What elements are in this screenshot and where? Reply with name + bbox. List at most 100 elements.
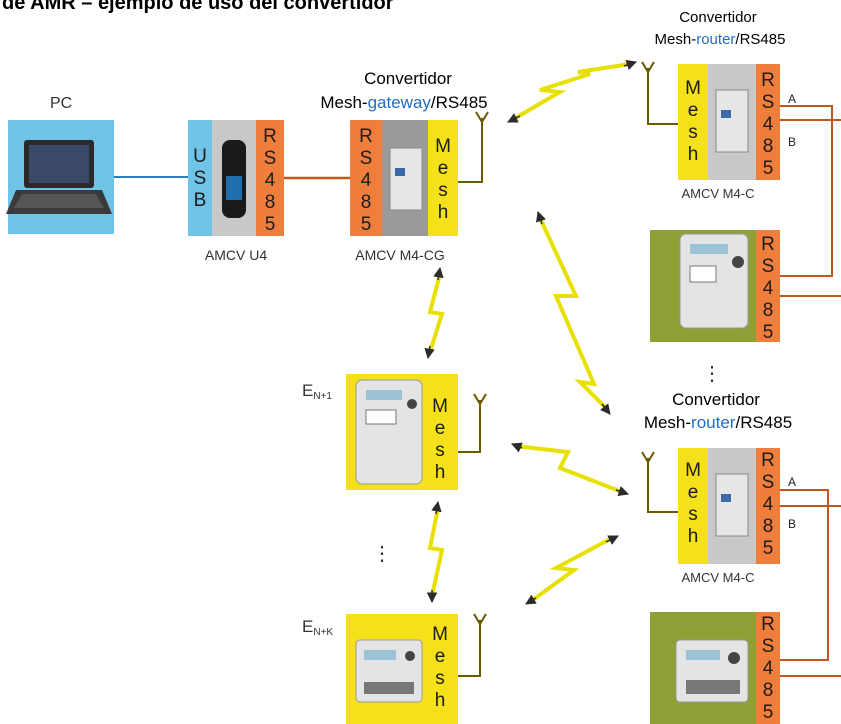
rs-letter: 4 [763, 494, 774, 515]
antenna-lead [647, 494, 678, 513]
mesh-letter: h [435, 690, 446, 711]
energy-meter-icon [679, 233, 749, 329]
rs-letter: 4 [763, 114, 774, 135]
mesh-segment [678, 448, 708, 564]
mesh-letter: M [432, 624, 448, 645]
lightning-link-icon [538, 217, 608, 410]
line-b-label: B [788, 135, 796, 149]
usb-letter: U [193, 146, 207, 167]
meter-e1: R S 4 8 5 [650, 230, 780, 343]
rs-letter: 5 [361, 214, 372, 235]
energy-meter-icon [355, 379, 423, 485]
rs-letter: 5 [265, 214, 276, 235]
router-top-converter: M e s h R S 4 8 5 [678, 64, 780, 180]
line-a-label: A [788, 475, 796, 489]
mesh-letter: M [435, 136, 451, 157]
rs-letter: R [761, 234, 775, 255]
ellipsis: ⋮ [702, 363, 722, 385]
mesh-letter: e [688, 100, 699, 121]
mesh-letter: M [432, 396, 448, 417]
rs485-segment [756, 230, 780, 342]
meter-en: R S 4 8 5 [650, 612, 780, 724]
usb-converter-model: AMCV U4 [205, 247, 267, 263]
mesh-letter: s [438, 180, 448, 201]
rs-letter: 8 [265, 192, 276, 213]
rs-letter: S [264, 148, 277, 169]
mesh-letter: h [438, 202, 449, 223]
mesh-letter: e [435, 418, 446, 439]
router-bottom-converter: M e s h R S 4 8 5 [678, 448, 780, 564]
gateway-model: AMCV M4-CG [355, 247, 444, 263]
rs485-bus-bottom [780, 489, 841, 677]
rs-letter: S [762, 636, 775, 657]
rs-letter: 5 [763, 158, 774, 179]
ellipsis: ⋮ [372, 543, 392, 565]
router-bottom-caption-line1: Convertidor [672, 390, 760, 409]
energy-meter-icon [355, 639, 423, 703]
gateway-caption-line1: Convertidor [364, 69, 452, 88]
mesh-letter: h [688, 526, 699, 547]
lightning-link-icon [528, 536, 613, 604]
rs-letter: 5 [763, 702, 774, 723]
usb-dongle-icon [222, 140, 246, 218]
lightning-link-icon [510, 62, 631, 122]
mesh-letter: h [435, 462, 446, 483]
gateway-converter: R S 4 8 5 M e s h [350, 120, 458, 236]
antenna-lead [458, 152, 483, 183]
mesh-letter: M [685, 460, 701, 481]
rs-letter: 5 [763, 322, 774, 343]
gateway-caption-line2: Mesh-gateway/RS485 [320, 93, 487, 112]
din-converter-icon [389, 147, 423, 211]
rs-letter: R [761, 614, 775, 635]
rs-letter: 8 [361, 192, 372, 213]
rs-letter: 4 [265, 170, 276, 191]
rs485-segment [350, 120, 382, 236]
mesh-letter: e [438, 158, 449, 179]
rs-letter: R [263, 126, 277, 147]
rs485-segment [256, 120, 284, 236]
rs-letter: R [359, 126, 373, 147]
mesh-letter: s [435, 440, 445, 461]
usb-letter: S [194, 168, 207, 189]
lightning-link-icon [427, 507, 445, 597]
rs485-segment [756, 448, 780, 564]
antenna-icon [473, 613, 487, 657]
antenna-lead [647, 104, 678, 125]
antenna-icon [641, 61, 655, 105]
energy-meter-icon [675, 639, 749, 703]
rs-letter: R [761, 70, 775, 91]
mesh-segment [428, 120, 458, 236]
rs-letter: 4 [763, 658, 774, 679]
antenna-lead [458, 656, 481, 677]
meter-enk: M e s h [346, 614, 458, 724]
rs-letter: 4 [763, 278, 774, 299]
rs485-bus-top [780, 105, 841, 297]
pc-label: PC [50, 95, 72, 112]
radio-links [427, 62, 631, 604]
lightning-link-icon [427, 273, 445, 353]
usb-letter: B [194, 190, 207, 211]
antenna-lead [458, 436, 481, 453]
meter-en1: M e s h [346, 374, 458, 490]
antenna-icon [475, 111, 489, 155]
meter-enk-label: EN+K [302, 617, 333, 638]
antenna-icon [473, 393, 487, 437]
mesh-letter: M [685, 78, 701, 99]
mesh-letter: e [435, 646, 446, 667]
rs-letter: 8 [763, 136, 774, 157]
mesh-letter: h [688, 144, 699, 165]
rs-letter: S [762, 256, 775, 277]
laptop-icon [6, 140, 112, 214]
antenna-icon [641, 451, 655, 495]
din-converter-icon [715, 89, 749, 153]
mesh-letter: s [688, 504, 698, 525]
diagram-title: de AMR – ejemplo de uso del convertidor [2, 0, 394, 14]
line-b-label: B [788, 517, 796, 531]
rs-letter: R [761, 450, 775, 471]
rs-letter: 8 [763, 300, 774, 321]
rs485-segment [756, 64, 780, 180]
meter-en1-label: EN+1 [302, 381, 332, 402]
router-top-caption-line1: Convertidor [679, 9, 757, 26]
rs-letter: 8 [763, 680, 774, 701]
